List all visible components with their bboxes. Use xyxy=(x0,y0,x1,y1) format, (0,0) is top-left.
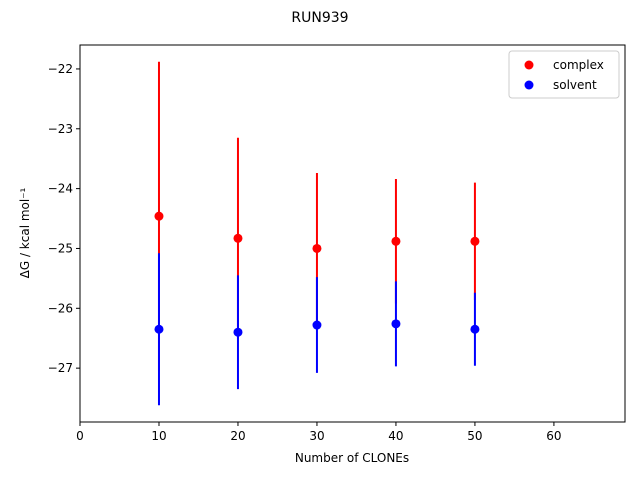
x-axis: 0 10 20 30 40 50 60 xyxy=(76,422,562,443)
data-point-complex xyxy=(391,236,401,246)
x-tick-label: 10 xyxy=(151,429,166,443)
legend-box xyxy=(508,50,620,99)
x-tick-label: 40 xyxy=(388,429,403,443)
y-axis-label: ΔG / kcal mol⁻¹ xyxy=(18,187,32,278)
y-tick-label: −27 xyxy=(48,361,73,375)
x-tick-label: 60 xyxy=(546,429,561,443)
y-axis: −27 −26 −25 −24 −23 −22 xyxy=(48,62,80,375)
y-tick-label: −25 xyxy=(48,241,73,255)
legend-label-solvent: solvent xyxy=(553,78,597,92)
y-tick-label: −22 xyxy=(48,62,73,76)
data-point-complex xyxy=(233,233,243,243)
data-point-solvent xyxy=(470,324,480,334)
data-point-complex xyxy=(470,236,480,246)
data-point-solvent xyxy=(154,324,164,334)
x-axis-label: Number of CLONEs xyxy=(295,451,409,465)
x-tick-label: 30 xyxy=(309,429,324,443)
data-point-complex xyxy=(154,211,164,221)
data-point-solvent xyxy=(312,320,322,330)
data-point-solvent xyxy=(233,327,243,337)
x-tick-label: 20 xyxy=(230,429,245,443)
legend-label-complex: complex xyxy=(553,58,604,72)
x-tick-label: 0 xyxy=(76,429,84,443)
x-tick-label: 50 xyxy=(467,429,482,443)
y-tick-label: −24 xyxy=(48,182,73,196)
legend-marker-complex xyxy=(524,60,534,70)
plot-frame xyxy=(79,44,626,423)
plot-area xyxy=(79,44,626,423)
chart-title: RUN939 xyxy=(291,10,348,26)
data-point-complex xyxy=(312,243,322,253)
y-tick-label: −26 xyxy=(48,301,73,315)
legend: complex solvent xyxy=(508,50,620,99)
data-point-solvent xyxy=(391,319,401,329)
y-tick-label: −23 xyxy=(48,122,73,136)
legend-marker-solvent xyxy=(524,80,534,90)
